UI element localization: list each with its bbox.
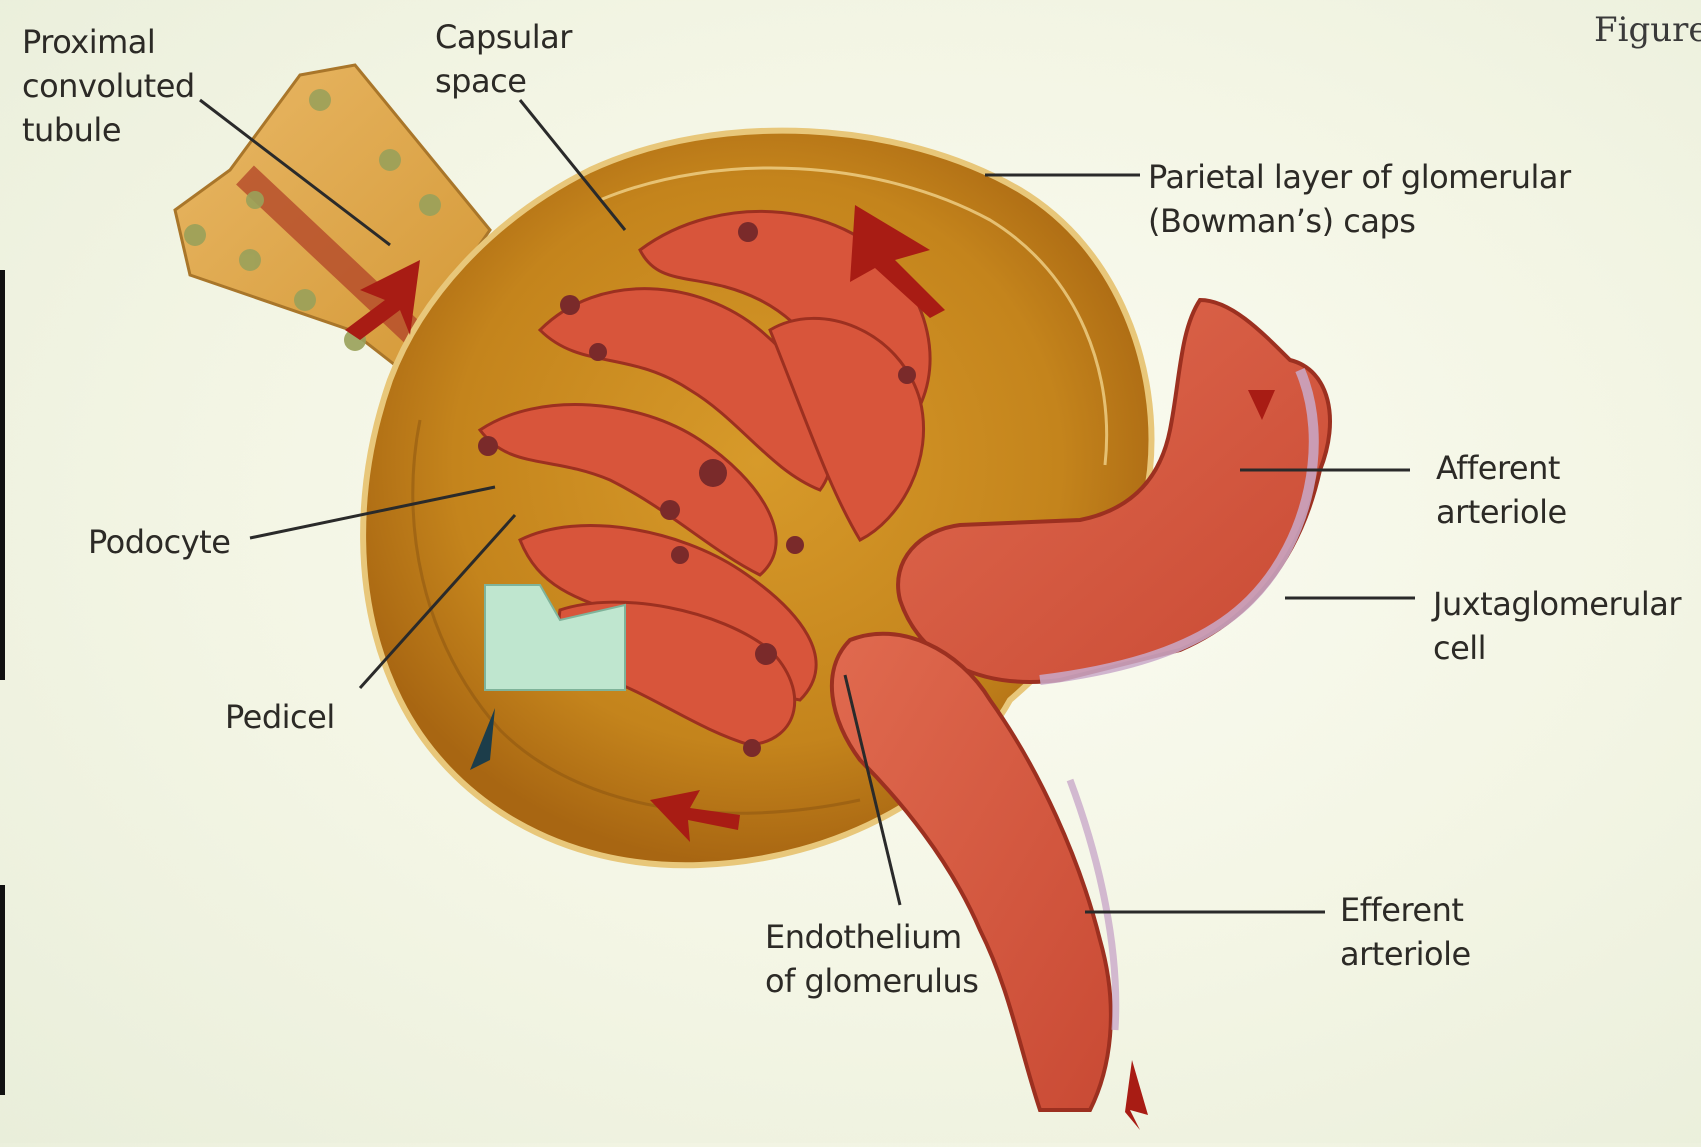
left-edge-marker-lower <box>0 885 5 1095</box>
figure-caption-fragment: Figure <box>1594 10 1701 50</box>
label-endothelium: Endothelium of glomerulus <box>765 915 978 1003</box>
left-edge-marker <box>0 270 5 680</box>
label-podocyte: Podocyte <box>88 520 230 564</box>
label-efferent-arteriole: Efferent arteriole <box>1340 888 1471 976</box>
label-parietal-layer: Parietal layer of glomerular (Bowman’s) … <box>1148 155 1571 243</box>
label-afferent-arteriole: Afferent arteriole <box>1436 446 1567 534</box>
label-pedicel: Pedicel <box>225 695 335 739</box>
label-capsular-space: Capsular space <box>435 15 572 103</box>
label-proximal-convoluted-tubule: Proximal convoluted tubule <box>22 20 195 152</box>
efferent-arteriole-vessel <box>832 634 1116 1110</box>
label-juxtaglomerular-cell: Juxtaglomerular cell <box>1433 582 1681 670</box>
